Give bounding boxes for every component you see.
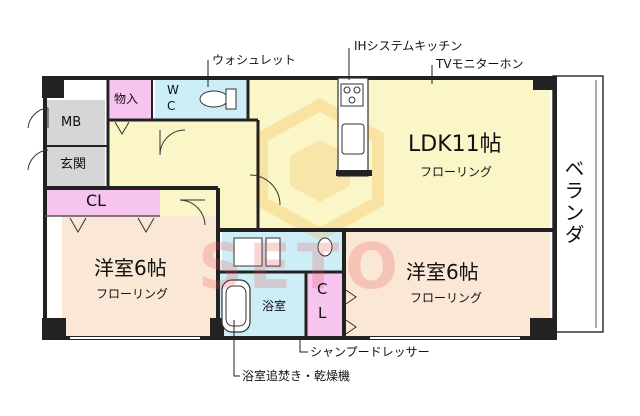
bedroom-right-area	[345, 232, 550, 336]
cl-left-label: CL	[86, 191, 107, 210]
vanity-sink	[317, 237, 333, 257]
balcony-label: ベランダ	[561, 158, 585, 246]
watermark-inner	[290, 140, 350, 202]
washing-machine-space	[233, 237, 263, 267]
bathtub	[221, 279, 251, 333]
shampoo-dresser-callout: シャンプードレッサー	[310, 345, 430, 359]
storage-area	[110, 80, 152, 120]
ldk-area	[250, 80, 550, 230]
wc-label-bottom: C	[167, 99, 176, 113]
cl-right-area	[306, 272, 344, 336]
watermark-text: SETO	[198, 230, 405, 303]
ldk-title: LDK11帖	[408, 132, 502, 157]
bedroom-left-area	[62, 216, 218, 336]
bedroom-left-title: 洋室6帖	[94, 256, 167, 280]
cl-left-area	[45, 188, 160, 216]
mb-label: MB	[61, 115, 82, 130]
washlet-callout: ウォシュレット	[212, 53, 296, 67]
outer-wall	[43, 76, 557, 340]
bath-label: 浴室	[262, 299, 287, 313]
toilet-fixture	[199, 90, 229, 108]
ldk-floor: フローリング	[420, 165, 493, 179]
bedroom-right-title: 洋室6帖	[406, 260, 479, 284]
wc-label-top: W	[167, 83, 179, 97]
tv-monitor-callout: TVモニターホン	[436, 57, 524, 71]
cl-right-label-top: C	[317, 280, 328, 298]
mb-area	[45, 100, 105, 146]
watermark-hexagon	[256, 98, 384, 241]
entrance-area	[45, 146, 105, 188]
balcony-area	[552, 75, 604, 333]
storage-label: 物入	[114, 92, 139, 106]
bath-reheat-callout: 浴室追焚き・乾燥機	[242, 369, 351, 383]
cl-right-label-bottom: L	[318, 304, 327, 322]
ih-kitchen-callout: IHシステムキッチン	[354, 39, 463, 53]
bedroom-right-floor: フローリング	[410, 291, 483, 305]
entrance-label: 玄関	[60, 157, 87, 172]
bedroom-left-floor: フローリング	[96, 287, 169, 301]
